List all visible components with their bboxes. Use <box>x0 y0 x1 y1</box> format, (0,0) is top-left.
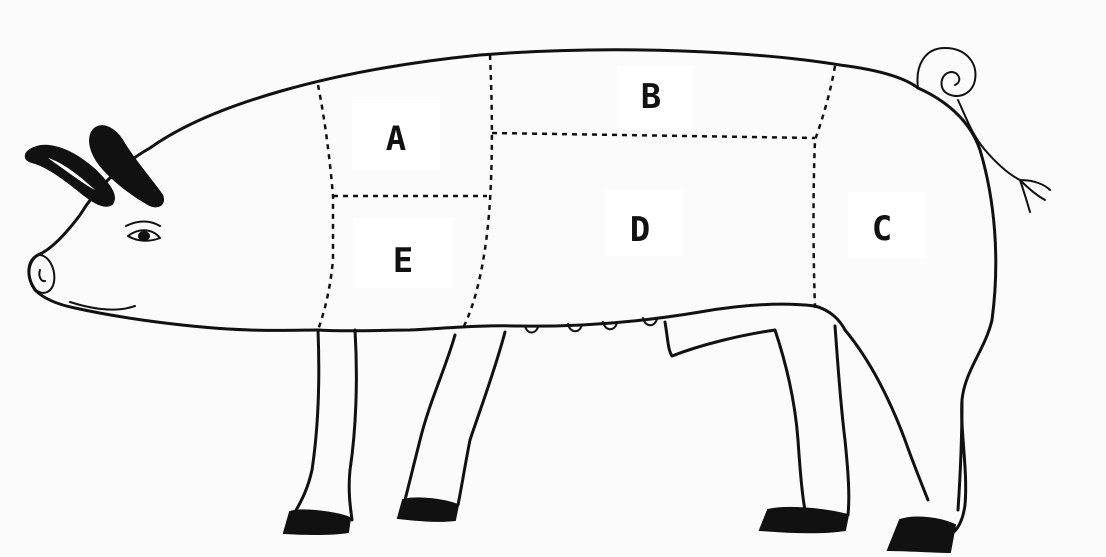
cut-line-B-C-divider <box>814 66 836 308</box>
cut-label-B: B <box>617 66 693 130</box>
cut-label-C: C <box>848 192 926 258</box>
hind-hoof-1 <box>760 508 848 532</box>
front-hoof-1 <box>284 510 350 534</box>
cut-label-A: A <box>352 100 440 170</box>
snout <box>29 255 54 293</box>
cut-label-E-text: E <box>393 241 413 281</box>
pig-body-outline <box>29 50 996 535</box>
cut-line-A-left <box>318 85 333 330</box>
hind-leg-2 <box>845 330 962 510</box>
front-leg-1 <box>290 330 356 530</box>
cut-label-C-text: C <box>872 209 892 249</box>
cut-label-E: E <box>353 218 453 288</box>
cut-line-A-B-divider <box>462 55 492 330</box>
cut-label-D-text: D <box>630 210 650 250</box>
cut-label-B-text: B <box>641 77 661 117</box>
cut-label-A-text: A <box>386 119 406 159</box>
cut-line-B-D-divider <box>492 133 815 138</box>
front-hoof-2 <box>398 498 458 520</box>
hind-hoof-2 <box>888 518 955 552</box>
cut-label-D: D <box>606 190 682 256</box>
front-leg-2 <box>405 332 505 505</box>
eyebrow <box>126 222 160 227</box>
tail <box>917 48 1050 212</box>
nostril <box>39 270 45 281</box>
eye-pupil <box>138 231 150 241</box>
hind-leg-1 <box>665 322 849 515</box>
